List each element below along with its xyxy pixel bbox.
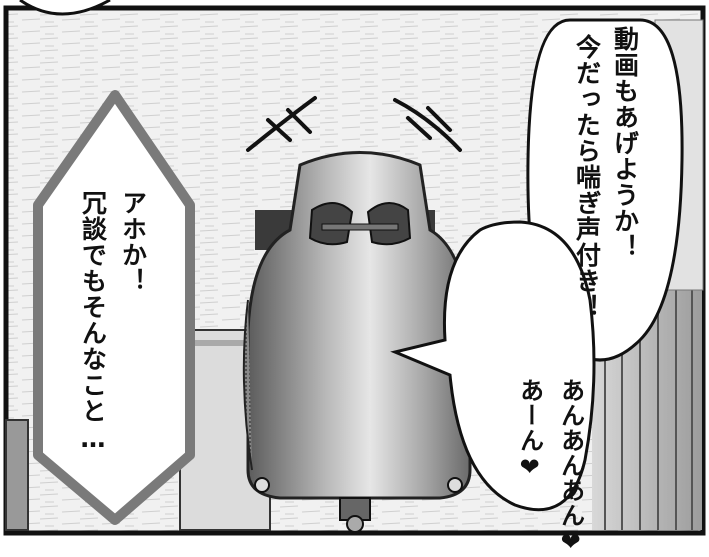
speech-lower-col2: あーん❤ bbox=[487, 262, 572, 482]
speech-bubble-lower bbox=[390, 220, 596, 512]
narration-col1: アホか！ bbox=[118, 190, 148, 294]
speech-lower-text2: あーん bbox=[515, 378, 544, 453]
narration-box bbox=[33, 90, 195, 525]
heart-icon: ❤ bbox=[515, 453, 544, 482]
manga-panel: 動画もあげようか！ 今だったら喘ぎ声付き！ あんあんあん❤ あーん❤ アホか！ … bbox=[3, 0, 706, 557]
panel-artwork bbox=[3, 0, 706, 536]
speech-lower-text1: あんあんあん bbox=[556, 378, 585, 528]
narration-col2: 冗談でもそんなこと… bbox=[78, 190, 108, 454]
tension-marks bbox=[246, 96, 462, 152]
heart-icon: ❤ bbox=[556, 528, 585, 557]
speech-upper-col1: 動画もあげようか！ bbox=[610, 26, 640, 260]
gaming-chair bbox=[242, 151, 472, 533]
speech-upper-col2: 今だったら喘ぎ声付き！ bbox=[572, 34, 602, 320]
